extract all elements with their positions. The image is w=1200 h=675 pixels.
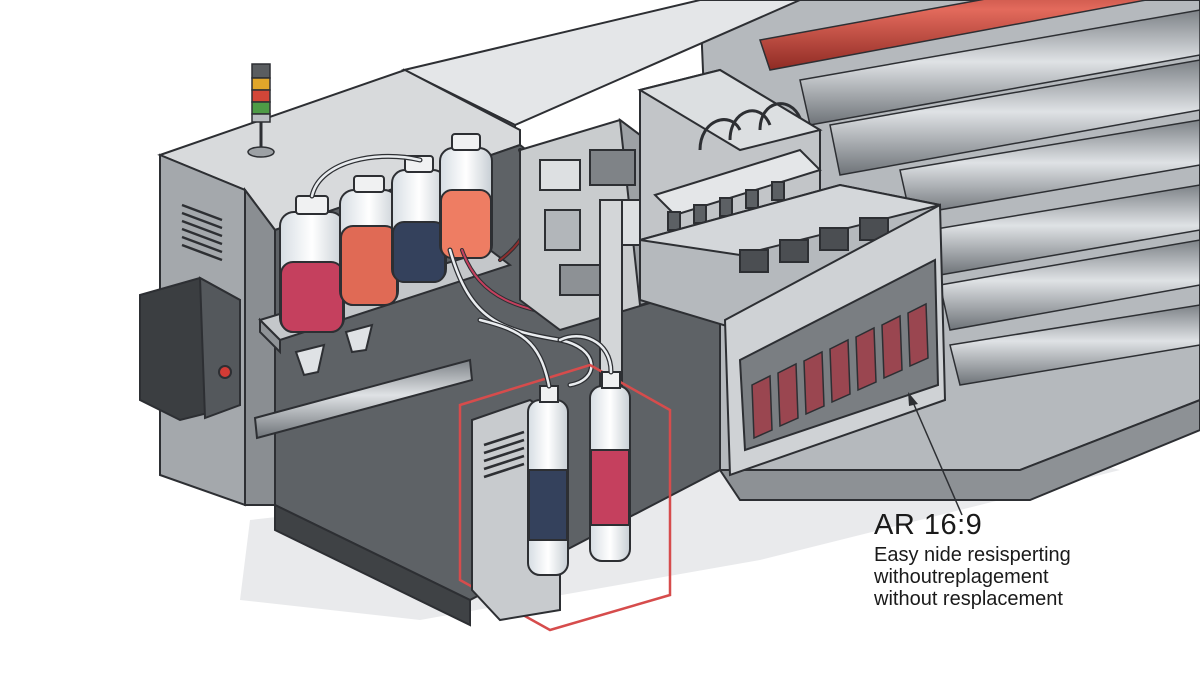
ink-bottle-red [339,175,399,306]
roller-6 [949,304,1200,386]
annotation-line-1: Easy nide resisperting [874,544,1071,566]
signal-tower-icon [247,63,275,158]
control-box [139,276,241,422]
highlighted-ink-module [458,317,672,632]
bottom-rod [253,358,474,440]
ink-bottles [279,133,493,377]
printhead-carriage [639,183,941,332]
roller-1 [799,9,1200,126]
ink-bottle-magenta [279,195,345,333]
manifold-tubes [698,102,802,151]
cartridge-rack [723,203,947,477]
annotation-line-3: without resplacement [874,588,1063,610]
red-button-icon [218,365,232,379]
annotation-line-2: withoutreplagement [874,566,1049,588]
annotation-callout: AR 16:9 Easy nide resisperting withoutre… [874,508,1174,610]
ink-bottle-navy [391,155,447,283]
callout-leader [908,392,963,516]
roller-5 [939,239,1200,331]
cartridges [751,302,929,440]
ink-bottle-orange [439,133,493,259]
roller-2 [829,59,1200,176]
red-roller [759,0,1151,71]
annotation-title: AR 16:9 [874,509,983,541]
